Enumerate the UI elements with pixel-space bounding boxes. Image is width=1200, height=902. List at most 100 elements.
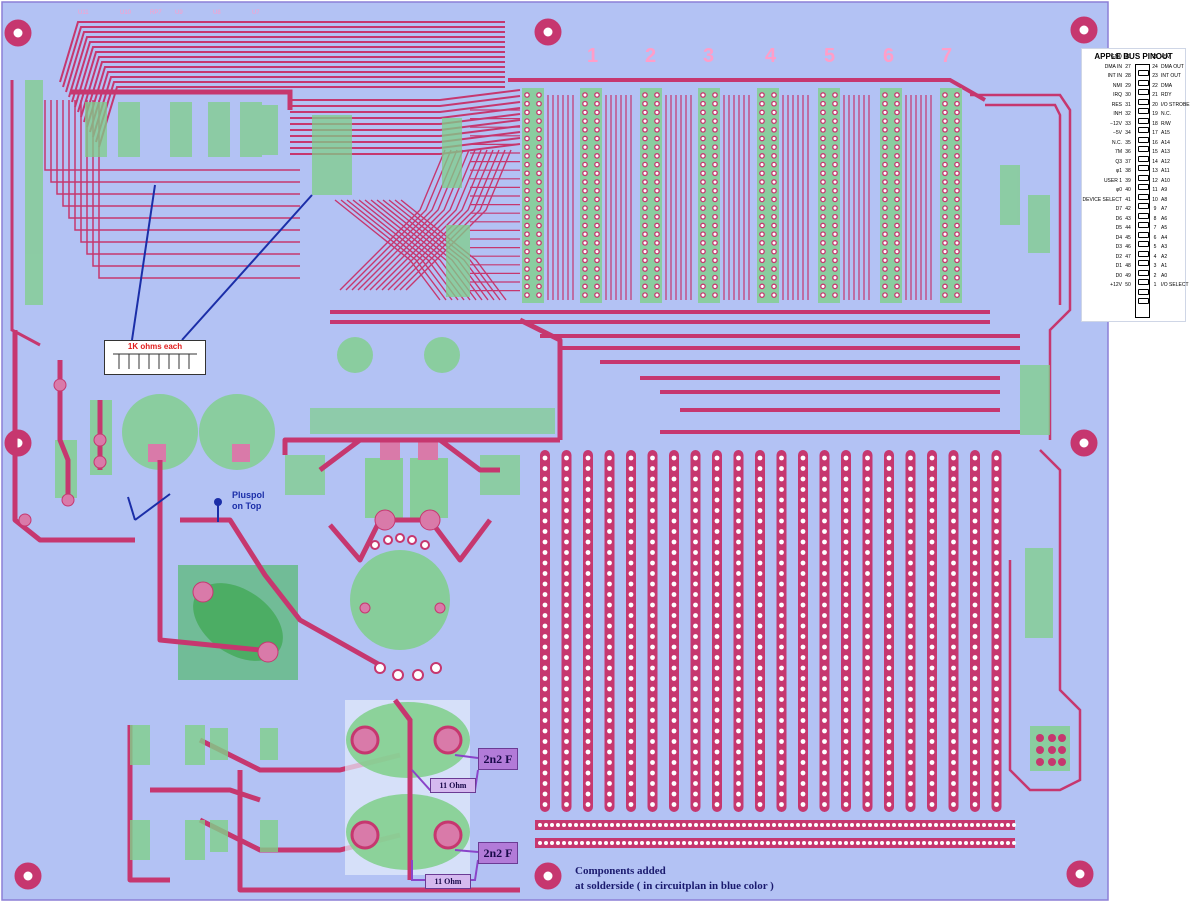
pin-left-number: 48 bbox=[1125, 263, 1131, 269]
connector-pin-icon bbox=[1138, 260, 1149, 266]
pin-right-name: I/O SELECT bbox=[1161, 282, 1189, 288]
pin-left-name: NMI bbox=[1112, 82, 1122, 89]
pin-right-number: 25 bbox=[1152, 54, 1158, 60]
slot-connectors bbox=[522, 88, 962, 303]
connector-pin-icon bbox=[1138, 279, 1149, 285]
pin-right-name: A0 bbox=[1161, 272, 1168, 279]
pin-right-name: A3 bbox=[1161, 244, 1168, 250]
pin-left-name: RES bbox=[1111, 101, 1122, 108]
pin-left-name: D6 bbox=[1115, 215, 1122, 222]
connector-pin-icon bbox=[1138, 222, 1149, 228]
pin-right-name: A10 bbox=[1161, 177, 1170, 184]
pin-left-name: Q3 bbox=[1115, 158, 1122, 165]
pin-right-name: A5 bbox=[1161, 225, 1168, 231]
pin-left-number: 28 bbox=[1125, 73, 1131, 79]
pin-right-name: A4 bbox=[1161, 234, 1168, 241]
blue-wires bbox=[127, 184, 313, 522]
pin-left-number: 50 bbox=[1125, 282, 1131, 288]
pin-left-name: −12V bbox=[1110, 120, 1122, 127]
pin-left-number: 38 bbox=[1125, 168, 1131, 174]
pin-right-name: A11 bbox=[1161, 168, 1170, 174]
pin-right-name: +5V bbox=[1161, 54, 1171, 60]
pin-right-name: A6 bbox=[1161, 215, 1168, 222]
pin-right-number: 6 bbox=[1153, 234, 1157, 241]
pin-right-number: 18 bbox=[1152, 120, 1158, 127]
pin-right-number: 1 bbox=[1153, 282, 1157, 288]
pin-right-number: 4 bbox=[1153, 253, 1157, 260]
pin-left-name: D2 bbox=[1115, 253, 1122, 260]
pin-left-number: 41 bbox=[1125, 196, 1131, 203]
pin-left-number: 49 bbox=[1125, 272, 1131, 279]
connector-pin-icon bbox=[1138, 117, 1149, 124]
pin-right-number: 24 bbox=[1152, 63, 1158, 70]
pin-left-name: D5 bbox=[1115, 225, 1122, 231]
chip-label-u8: U8 bbox=[213, 10, 221, 16]
pin-right-number: 3 bbox=[1153, 263, 1157, 269]
pin-right-name: A9 bbox=[1161, 187, 1168, 193]
pin-left-number: 37 bbox=[1125, 158, 1131, 165]
bottom-rails bbox=[535, 820, 1016, 848]
pin-left-name: D1 bbox=[1115, 263, 1122, 269]
pin-right-name: A12 bbox=[1161, 158, 1170, 165]
slot-label-5: 5 bbox=[824, 45, 836, 67]
pin-left-number: 45 bbox=[1125, 234, 1131, 241]
pin-right-number: 8 bbox=[1153, 215, 1157, 222]
pin-right-number: 21 bbox=[1152, 92, 1158, 98]
connector-pin-icon bbox=[1138, 298, 1149, 304]
resistor-label-bottom: 11 Ohm bbox=[425, 874, 471, 889]
pin-left-number: 33 bbox=[1125, 120, 1131, 127]
right-socket bbox=[1030, 726, 1070, 771]
chip-label-u9: U9 bbox=[175, 10, 183, 16]
pin-right-number: 16 bbox=[1152, 139, 1158, 146]
resistor-network-icon bbox=[113, 353, 197, 369]
chip-label-rp7: RP7 bbox=[150, 10, 162, 16]
pin-left-name: 7M bbox=[1115, 149, 1122, 155]
pin-right-number: 7 bbox=[1153, 225, 1157, 231]
chip-label-u11: U11 bbox=[78, 10, 89, 16]
connector-pin-icon bbox=[1138, 165, 1149, 171]
pin-left-number: 36 bbox=[1125, 149, 1131, 155]
pin-left-name: φ0 bbox=[1115, 187, 1122, 193]
pin-right-name: DMA bbox=[1161, 82, 1173, 89]
pin-left-number: 27 bbox=[1125, 63, 1131, 70]
pin-left-name: D4 bbox=[1115, 234, 1122, 241]
pin-left-name: IRQ bbox=[1113, 92, 1122, 98]
pluspol-note: Pluspol on Top bbox=[232, 490, 265, 511]
regulator-pads bbox=[370, 533, 442, 681]
pin-left-name: INH bbox=[1113, 111, 1122, 117]
connector-pin-icon bbox=[1138, 98, 1149, 105]
resistor-network-label: 1K ohms each bbox=[127, 342, 183, 351]
pin-left-number: 47 bbox=[1125, 253, 1131, 260]
slot-label-2: 2 bbox=[645, 45, 657, 67]
pin-right-number: 15 bbox=[1152, 149, 1158, 155]
slot-label-1: 1 bbox=[587, 45, 599, 67]
pin-left-number: 43 bbox=[1125, 215, 1131, 222]
pin-left-name: GND bbox=[1110, 54, 1122, 60]
pin-right-name: DMA OUT bbox=[1161, 63, 1184, 70]
slot-label-3: 3 bbox=[703, 45, 715, 67]
pin-left-number: 26 bbox=[1125, 54, 1131, 60]
pin-right-name: A14 bbox=[1161, 139, 1170, 146]
connector-pin-icon bbox=[1138, 250, 1149, 257]
power-pads bbox=[18, 378, 446, 663]
connector-pin-icon bbox=[1138, 231, 1149, 238]
connector-pin-icon bbox=[1138, 288, 1149, 295]
connector-pin-icon bbox=[1138, 241, 1149, 247]
connector-pin-icon bbox=[1138, 146, 1149, 152]
right-bus-loop bbox=[970, 93, 1082, 792]
components-note-line2: at solderside ( in circuitplan in blue c… bbox=[575, 880, 774, 892]
right-ic-blocks bbox=[1000, 165, 1053, 638]
mounting-holes bbox=[4, 16, 1098, 890]
connector-pin-icon bbox=[1138, 108, 1149, 114]
pin-left-number: 44 bbox=[1125, 225, 1131, 231]
pin-left-number: 34 bbox=[1125, 130, 1131, 136]
pin-right-number: 9 bbox=[1153, 206, 1157, 212]
pin-left-name: D0 bbox=[1115, 272, 1122, 279]
pin-right-number: 23 bbox=[1152, 73, 1158, 79]
pin-left-number: 40 bbox=[1125, 187, 1131, 193]
pin-right-name: A7 bbox=[1161, 206, 1168, 212]
pin-right-number: 5 bbox=[1153, 244, 1157, 250]
connector-pin-icon bbox=[1138, 79, 1149, 86]
pin-left-number: 42 bbox=[1125, 206, 1131, 212]
capacitor-label-top: 2n2 F bbox=[478, 748, 518, 770]
